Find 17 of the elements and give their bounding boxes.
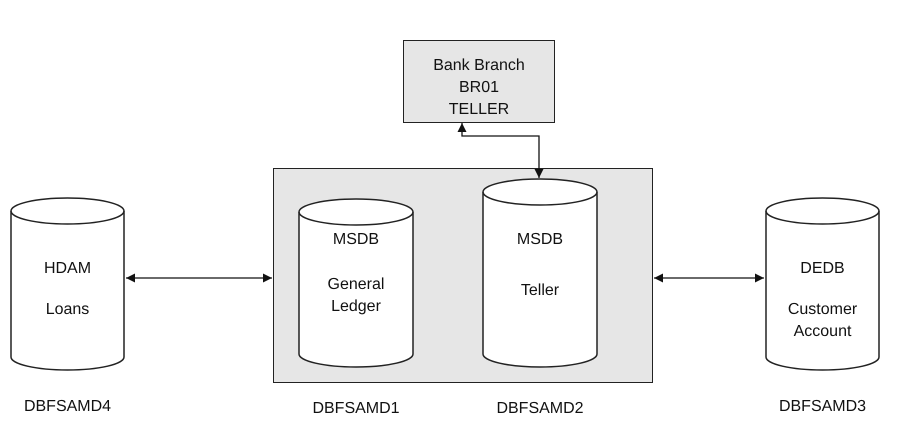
arrow [126, 274, 272, 282]
database-name-label: General Ledger [326, 275, 386, 317]
database-id-label: DBFSAMD2 [495, 400, 585, 418]
arrow [654, 274, 764, 282]
arrow [458, 123, 544, 178]
database-id-label: DBFSAMD4 [22, 398, 112, 416]
database-name-label: Teller [520, 281, 560, 301]
database-id-label: DBFSAMD3 [778, 398, 868, 416]
database-type-label: MSDB [516, 230, 564, 250]
process-box [403, 40, 555, 123]
database-name-label: Loans [44, 300, 90, 320]
database-type-label: DEDB [799, 259, 846, 279]
database-id-label: DBFSAMD1 [311, 400, 401, 418]
database-type-label: HDAM [42, 259, 92, 279]
node-label: Bank Branch BR01 TELLER [432, 56, 526, 120]
database-name-label: Customer Account [786, 300, 858, 342]
database-type-label: MSDB [332, 230, 380, 250]
